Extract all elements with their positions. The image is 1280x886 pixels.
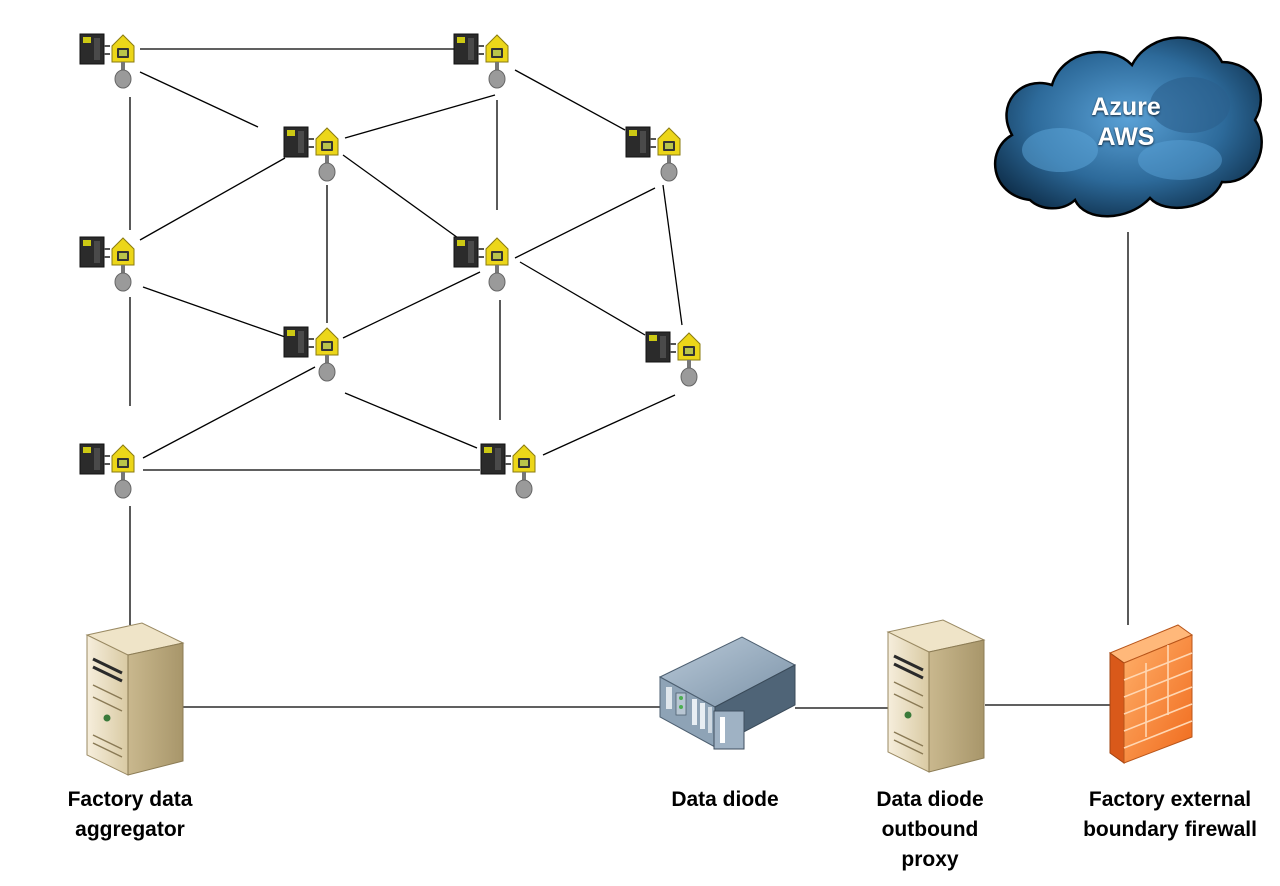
mesh-links	[129, 48, 683, 625]
link	[344, 392, 478, 449]
firewall-label-line: boundary firewall	[1083, 818, 1257, 841]
sensor-node-icon	[79, 443, 135, 499]
aggregator-label-line: aggregator	[75, 818, 185, 841]
link	[342, 271, 481, 339]
link	[139, 71, 259, 128]
link	[342, 154, 466, 244]
link	[542, 394, 676, 456]
sensor-node-icon	[453, 33, 509, 89]
firewall-label: Factory external boundary firewall	[1064, 785, 1276, 845]
aggregator-server-icon	[85, 621, 185, 777]
sensor-node-icon	[79, 236, 135, 292]
link	[142, 286, 289, 339]
link	[514, 187, 656, 259]
proxy-server-icon	[886, 618, 986, 774]
sensor-nodes	[79, 33, 701, 499]
sensor-node-icon	[625, 126, 681, 182]
diode-label-line: Data diode	[671, 788, 779, 811]
link	[519, 261, 646, 336]
proxy-label-line: Data diode	[876, 788, 984, 811]
sensor-node-icon	[645, 331, 701, 387]
firewall-icon	[1108, 624, 1194, 764]
backbone-links	[183, 232, 1129, 709]
cloud-icon	[994, 36, 1263, 218]
link	[142, 366, 316, 459]
link	[514, 69, 626, 131]
aggregator-label: Factory data aggregator	[40, 785, 220, 845]
sensor-node-icon	[283, 326, 339, 382]
data-diode-icon	[658, 636, 797, 750]
sensor-node-icon	[453, 236, 509, 292]
sensor-node-icon	[79, 33, 135, 89]
link	[662, 184, 683, 326]
proxy-label: Data diode outbound proxy	[855, 785, 1005, 875]
aggregator-label-line: Factory data	[67, 788, 193, 811]
link	[139, 157, 286, 241]
cloud-label: Azure AWS	[1066, 92, 1186, 152]
proxy-label-line: outbound	[881, 818, 979, 841]
link	[344, 94, 496, 139]
cloud-label-line: AWS	[1097, 123, 1155, 151]
diode-label: Data diode	[650, 785, 800, 815]
sensor-node-icon	[283, 126, 339, 182]
firewall-label-line: Factory external	[1088, 788, 1252, 811]
proxy-label-line: proxy	[901, 848, 959, 871]
cloud-label-line: Azure	[1091, 93, 1161, 121]
sensor-node-icon	[480, 443, 536, 499]
